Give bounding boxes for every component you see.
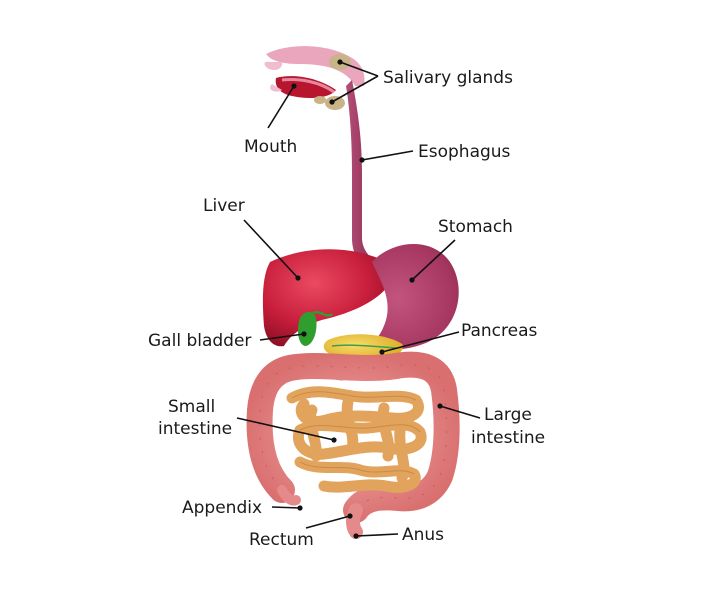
leader-stomach xyxy=(411,239,456,281)
label-small-intestine-line1: Small xyxy=(168,397,215,417)
label-rectum: Rectum xyxy=(249,530,314,550)
label-mouth: Mouth xyxy=(244,137,297,157)
leader-mouth xyxy=(267,85,295,129)
label-appendix: Appendix xyxy=(182,498,262,518)
large-intestine-organ xyxy=(246,351,460,539)
small-intestine-organ xyxy=(286,386,427,493)
leader-esophagus xyxy=(361,150,414,161)
label-large-intestine-line1: Large xyxy=(484,405,532,425)
leader-liver xyxy=(243,219,299,279)
organs xyxy=(246,46,460,539)
label-gall-bladder: Gall bladder xyxy=(148,331,251,351)
leader-large-intestine xyxy=(439,405,481,419)
leader-small-intestine xyxy=(236,417,335,441)
label-salivary-glands: Salivary glands xyxy=(383,68,513,88)
leader-pancreas xyxy=(381,331,460,353)
leader-appendix xyxy=(271,506,301,509)
leader-anus xyxy=(355,533,399,537)
label-large-intestine-line2: intestine xyxy=(471,428,545,448)
stomach-organ xyxy=(324,243,459,381)
leader-gall-bladder xyxy=(259,333,305,341)
label-small-intestine-line2: intestine xyxy=(158,419,232,439)
leader-lines xyxy=(236,59,481,539)
liver-organ xyxy=(262,249,393,347)
esophagus-organ xyxy=(346,80,376,270)
labels: Salivary glands Mouth Esophagus Liver St… xyxy=(148,68,545,550)
leader-rectum xyxy=(305,515,351,529)
label-stomach: Stomach xyxy=(438,217,513,237)
leader-salivary-glands-upper xyxy=(339,61,379,77)
gall-bladder-organ xyxy=(298,311,333,346)
label-pancreas: Pancreas xyxy=(461,321,538,341)
label-anus: Anus xyxy=(402,525,444,545)
label-liver: Liver xyxy=(203,196,245,216)
leader-salivary-glands-lower xyxy=(331,75,379,103)
label-esophagus: Esophagus xyxy=(418,142,511,162)
